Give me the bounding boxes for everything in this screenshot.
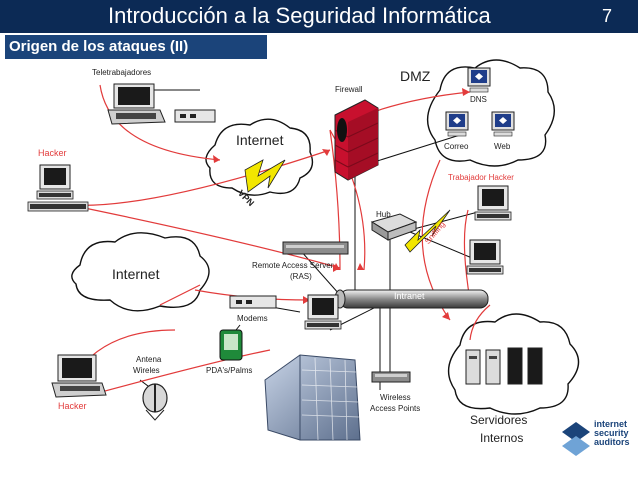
internet-top-label: Internet bbox=[236, 132, 284, 148]
internal-computer-icon bbox=[466, 239, 504, 275]
web-label: Web bbox=[494, 142, 511, 151]
dns-label: DNS bbox=[470, 95, 487, 104]
insider-hacker-computer-icon bbox=[474, 185, 512, 221]
page-title: Introducción a la Seguridad Informática bbox=[108, 3, 491, 28]
servers-label: Servidores bbox=[470, 413, 528, 427]
wireless-access-point-icon bbox=[371, 371, 411, 383]
hub-label: Hub bbox=[376, 210, 391, 219]
header-bar: Introducción a la Seguridad Informática … bbox=[0, 0, 638, 33]
modems-label: Modems bbox=[237, 314, 268, 323]
office-building-image bbox=[264, 354, 361, 441]
wireles-label: Wireles bbox=[133, 366, 160, 375]
internet-left-label: Internet bbox=[112, 266, 160, 282]
teleworker-modem-icon bbox=[174, 109, 216, 123]
internet-cloud-left bbox=[71, 232, 210, 312]
access-points-label: Access Points bbox=[370, 404, 421, 413]
web-server-icon bbox=[491, 111, 515, 137]
internal-label: Internos bbox=[480, 431, 524, 445]
mail-label: Correo bbox=[444, 142, 469, 151]
internet-cloud-top bbox=[205, 118, 314, 196]
section-subtitle: Origen de los ataques (II) bbox=[5, 35, 267, 59]
intranet-label: Intranet bbox=[394, 291, 425, 301]
antenna-label: Antena bbox=[136, 355, 162, 364]
wireless-label: Wireless bbox=[380, 393, 411, 402]
sniffing-lightning bbox=[404, 209, 451, 253]
logo-line-3: auditors bbox=[594, 437, 630, 447]
logo-line-1: internet bbox=[594, 419, 628, 429]
modem-computer-icon bbox=[304, 294, 342, 330]
logo-line-2: security bbox=[594, 428, 629, 438]
remote-access-server-icon bbox=[282, 241, 349, 255]
company-logo-icon bbox=[562, 422, 590, 456]
page-number: 7 bbox=[602, 6, 613, 26]
ras-abbr-label: (RAS) bbox=[290, 272, 312, 281]
hacker-laptop-icon bbox=[51, 354, 107, 398]
dns-server-icon bbox=[467, 67, 491, 93]
hacker-top-label: Hacker bbox=[38, 148, 67, 158]
ras-label: Remote Access Server bbox=[252, 261, 334, 270]
insider-hacker-label: Trabajador Hacker bbox=[448, 173, 514, 182]
teleworkers-label: Teletrabajadores bbox=[92, 68, 152, 77]
firewall-label: Firewall bbox=[335, 85, 363, 94]
company-logo-text: internet security auditors bbox=[594, 420, 630, 447]
dmz-cloud bbox=[427, 59, 555, 167]
mail-server-icon bbox=[445, 111, 469, 137]
hacker-computer-icon bbox=[27, 164, 89, 212]
modem-icon bbox=[229, 295, 277, 309]
firewall-icon bbox=[334, 99, 379, 181]
section-subtitle-text: Origen de los ataques (II) bbox=[9, 38, 189, 55]
internal-servers-icon bbox=[465, 347, 543, 385]
pda-icon bbox=[219, 329, 243, 361]
hacker-bottom-label: Hacker bbox=[58, 401, 87, 411]
wireless-antenna-icon bbox=[142, 383, 168, 421]
vpn-lightning bbox=[244, 159, 286, 193]
teleworker-laptop-icon bbox=[107, 83, 166, 125]
pda-label: PDA's/Palms bbox=[206, 366, 253, 375]
dmz-label: DMZ bbox=[400, 68, 431, 84]
hub-icon bbox=[370, 213, 418, 241]
